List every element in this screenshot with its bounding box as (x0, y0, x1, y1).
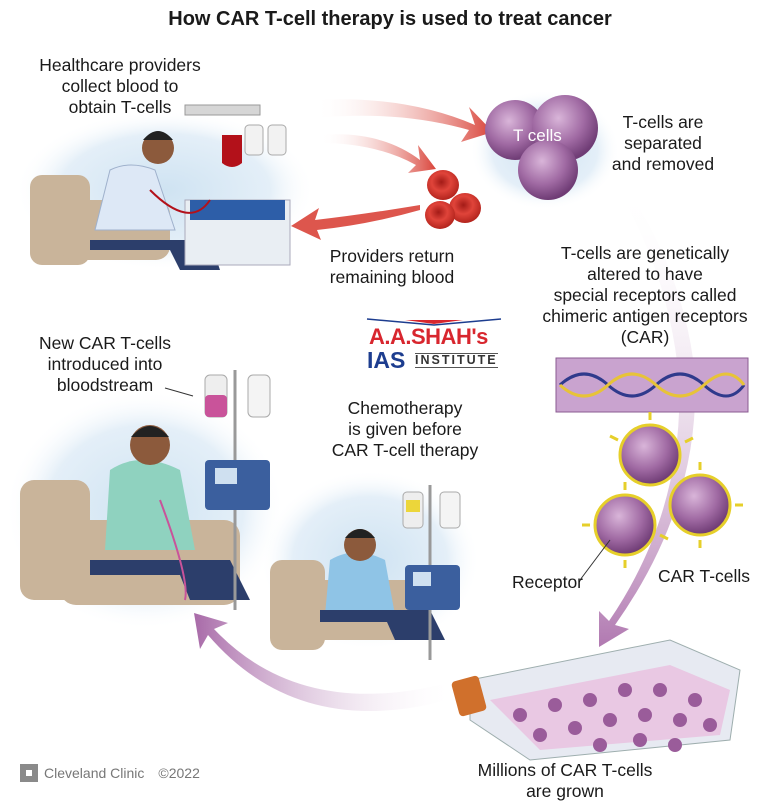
footer-copyright: ©2022 (158, 765, 200, 781)
step-return-text: Providers return remaining blood (312, 246, 472, 288)
text-line: separated (624, 133, 702, 153)
text-line: are grown (526, 781, 604, 801)
text-line: and removed (611, 154, 715, 174)
cell-culture-flask (451, 639, 741, 761)
text-line: introduced into (47, 354, 163, 374)
step-chemo-text: Chemotherapy is given before CAR T-cell … (310, 398, 500, 461)
text-line: Millions of CAR T-cells (477, 760, 653, 780)
step-alter-text: T-cells are genetically altered to have … (520, 243, 770, 348)
text-line: special receptors called (553, 285, 737, 305)
car-t-cells-label: CAR T-cells (658, 566, 751, 586)
arrow-to-infusion (194, 613, 448, 712)
arrow-to-growth (599, 185, 696, 647)
arrow-to-blood-cells (320, 134, 436, 173)
watermark-logo: A.A.SHAH's IAS INSTITUTE (365, 318, 503, 374)
text-line: CAR T-cell therapy (331, 440, 479, 460)
footer: Cleveland Clinic ©2022 (20, 764, 200, 782)
car-t-infusion-scene (20, 370, 271, 610)
text-line: Chemotherapy (347, 398, 463, 418)
text-line: chimeric antigen receptors (542, 306, 748, 326)
arrow-to-separation (315, 99, 493, 142)
dna-panel (555, 357, 749, 413)
receptor-pointer (579, 539, 611, 581)
text-line: collect blood to (61, 76, 179, 96)
arrow-return-blood (291, 205, 420, 240)
text-line: obtain T-cells (68, 97, 172, 117)
footer-brand: Cleveland Clinic (44, 765, 145, 781)
step-collect-text: Healthcare providers collect blood to ob… (25, 55, 215, 118)
blood-collection-scene (30, 104, 291, 270)
step-separate-text: T-cells are separated and removed (598, 112, 728, 175)
text-line: Healthcare providers (39, 55, 201, 75)
step-introduce-text: New CAR T-cells introduced into bloodstr… (20, 333, 190, 396)
text-line: remaining blood (329, 267, 455, 287)
chemotherapy-scene (270, 485, 461, 660)
t-cells-label: T cells (513, 126, 562, 145)
t-cells-cluster (485, 95, 598, 200)
receptor-label: Receptor (512, 572, 584, 592)
cleveland-clinic-logo-icon (20, 764, 38, 782)
text-line: T-cells are genetically (560, 243, 730, 263)
logo-chevron (366, 318, 502, 326)
page-title: How CAR T-cell therapy is used to treat … (168, 8, 612, 30)
logo-line3: INSTITUTE (415, 353, 498, 368)
text-line: altered to have (587, 264, 703, 284)
text-line: is given before (348, 419, 462, 439)
logo-line1: A.A.SHAH's (369, 324, 488, 349)
red-blood-cells (425, 170, 481, 229)
text-line: New CAR T-cells (39, 333, 171, 353)
logo-line2: IAS (367, 347, 406, 373)
text-line: bloodstream (56, 375, 154, 395)
text-line: Providers return (329, 246, 455, 266)
iv-pointer (164, 387, 194, 397)
text-line: T-cells are (622, 112, 704, 132)
step-grow-text: Millions of CAR T-cells are grown (450, 760, 680, 802)
text-line: (CAR) (620, 327, 670, 347)
